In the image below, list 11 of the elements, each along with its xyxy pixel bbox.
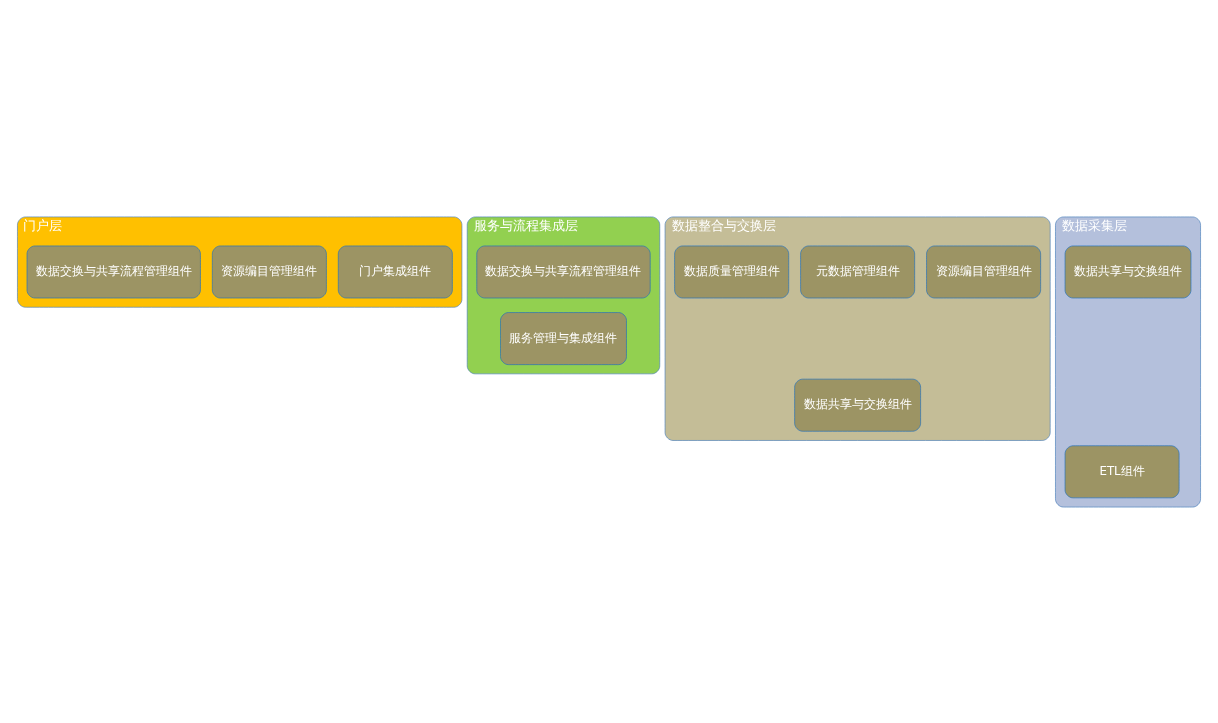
node-box: 数据交换与共享流程管理组件 (26, 245, 201, 298)
node-box: 元数据管理组件 (800, 245, 915, 298)
node-box: 门户集成组件 (337, 245, 453, 298)
node-box: 资源编目管理组件 (212, 245, 327, 298)
node-box: 服务管理与集成组件 (500, 311, 627, 365)
node-box: 数据共享与交换组件 (1064, 245, 1192, 298)
node-box: 资源编目管理组件 (926, 245, 1041, 298)
node-box: 数据交换与共享流程管理组件 (476, 245, 651, 298)
node-box: 数据共享与交换组件 (794, 378, 921, 432)
node-box: ETL组件 (1064, 444, 1180, 498)
node-box: 数据质量管理组件 (674, 245, 790, 298)
